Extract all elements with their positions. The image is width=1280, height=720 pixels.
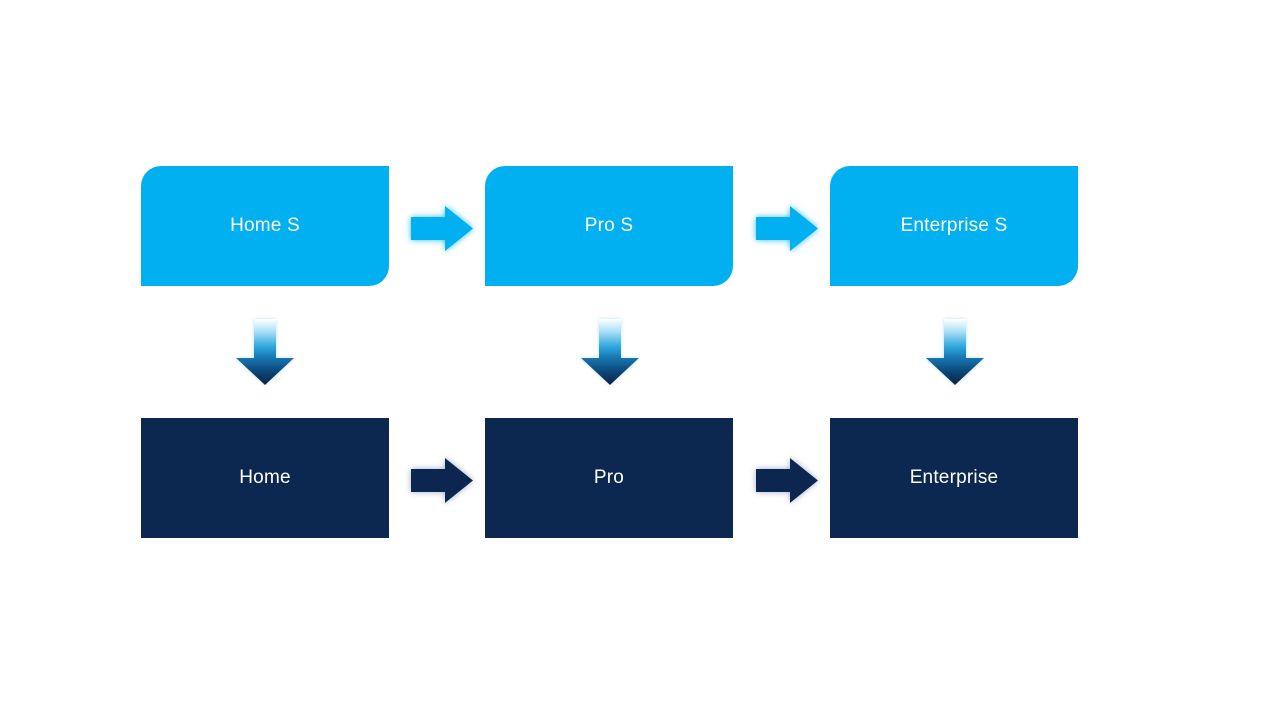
right-arrow-icon (756, 206, 818, 251)
down-arrow-icon (581, 319, 639, 385)
node-pro: Pro (485, 418, 733, 538)
down-arrow-icon (926, 319, 984, 385)
node-home-s-label: Home S (230, 215, 300, 236)
node-pro-s-label: Pro S (584, 215, 634, 236)
right-arrow-icon (411, 206, 473, 251)
node-enterprise-s: Enterprise S (830, 166, 1078, 286)
node-enterprise: Enterprise (830, 418, 1078, 538)
node-home: Home (141, 418, 389, 538)
right-arrow-icon (756, 458, 818, 503)
node-home-label: Home (239, 467, 291, 488)
node-enterprise-label: Enterprise (909, 467, 999, 488)
node-home-s: Home S (141, 166, 389, 286)
node-enterprise-s-label: Enterprise S (900, 215, 1008, 236)
down-arrow-icon (236, 319, 294, 385)
right-arrow-icon (411, 458, 473, 503)
node-pro-label: Pro (593, 467, 625, 488)
node-pro-s: Pro S (485, 166, 733, 286)
